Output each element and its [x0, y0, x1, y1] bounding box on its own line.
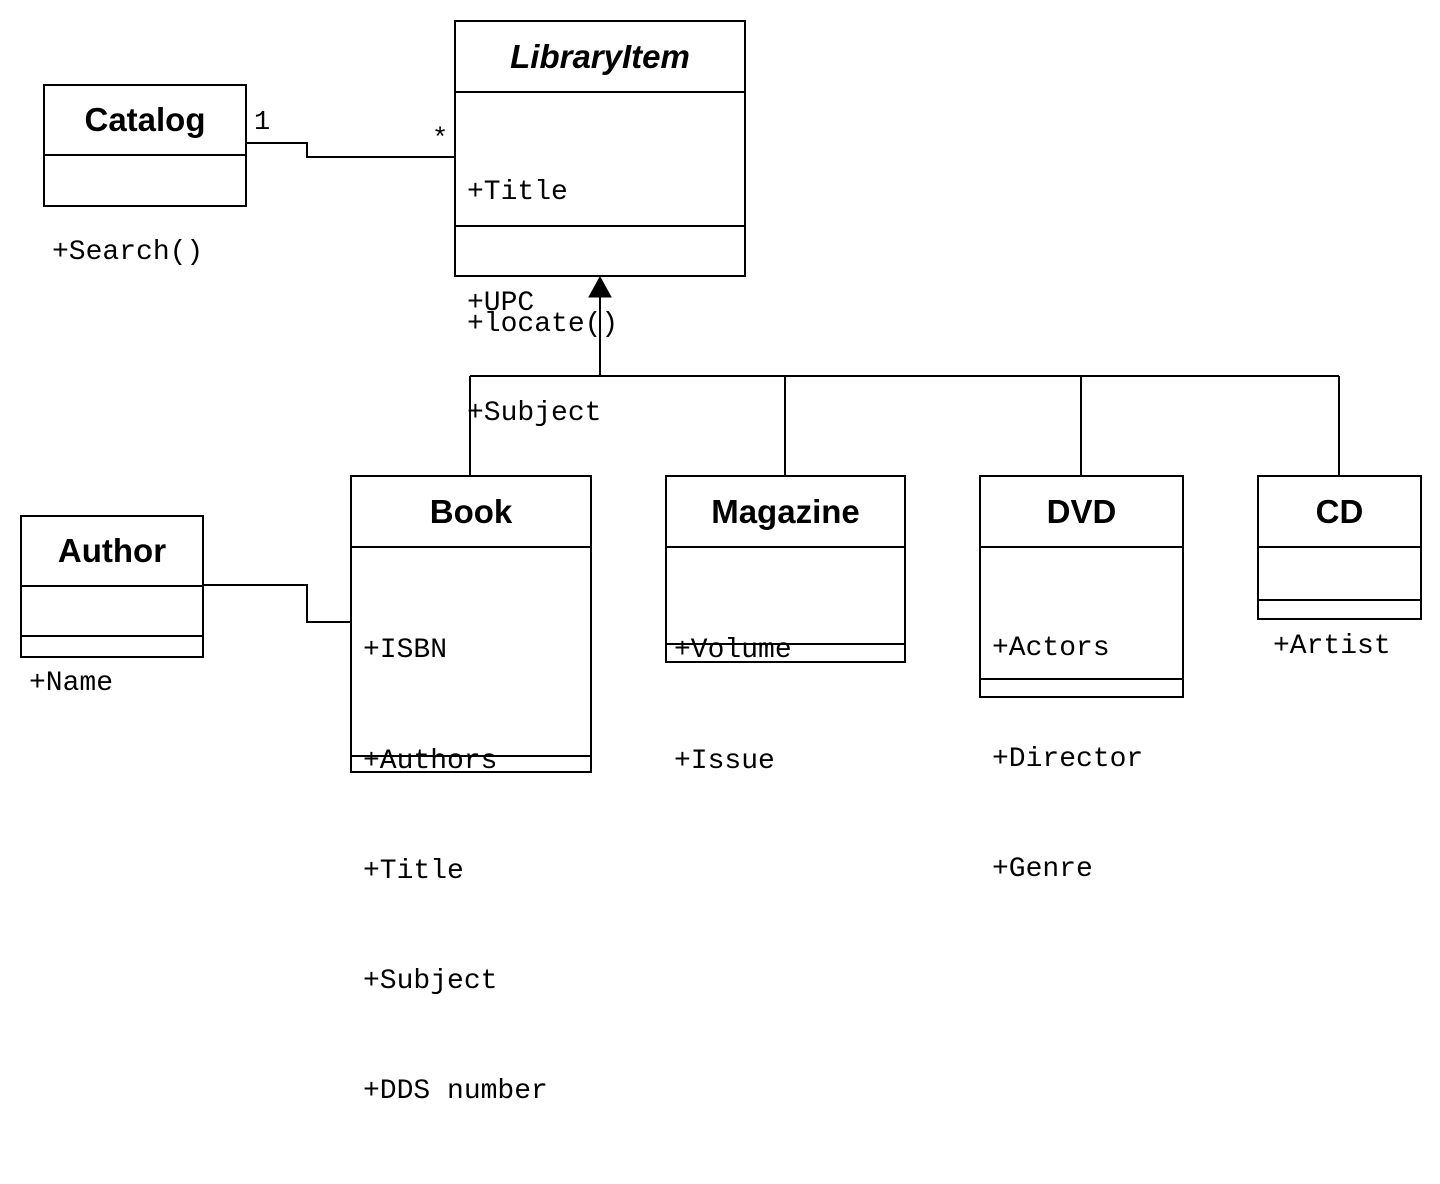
relationship-lines	[203, 142, 1340, 623]
class-name: Magazine	[667, 477, 904, 548]
class-author[interactable]: Author +Name	[20, 515, 204, 699]
operations-compartment: +Search()	[45, 156, 245, 346]
class-name: DVD	[981, 477, 1182, 548]
attribute: +Subject	[363, 965, 498, 997]
attributes-compartment: +ISBN +Authors +Title +Subject +DDS numb…	[352, 548, 590, 1107]
multiplicity-libraryitem-end: *	[432, 125, 449, 155]
attribute: +Genre	[992, 853, 1093, 885]
attribute: +ISBN	[363, 635, 448, 667]
attribute: +Title	[467, 177, 568, 209]
generalization-arrowhead	[588, 275, 612, 298]
class-name: LibraryItem	[456, 22, 744, 93]
attributes-compartment: +Title +UPC +Subject	[456, 93, 744, 428]
operation: +Search()	[52, 237, 204, 269]
attribute: +DDS number	[363, 1075, 548, 1107]
class-cd[interactable]: CD +Artist	[1257, 475, 1422, 662]
multiplicity-catalog-end: 1	[254, 108, 271, 138]
attribute: +UPC	[467, 287, 535, 319]
attributes-compartment: +Volume +Issue	[667, 548, 904, 777]
class-dvd[interactable]: DVD +Actors +Director +Genre	[979, 475, 1184, 885]
attribute: +Director	[992, 743, 1144, 775]
attribute: +Subject	[467, 397, 602, 429]
class-book[interactable]: Book +ISBN +Authors +Title +Subject +DDS…	[350, 475, 592, 1107]
attribute: +Title	[363, 855, 464, 887]
attribute: +Artist	[1273, 631, 1391, 663]
attributes-compartment: +Name	[22, 587, 202, 699]
attribute: +Issue	[674, 745, 775, 777]
class-magazine[interactable]: Magazine +Volume +Issue	[665, 475, 906, 777]
association-catalog-libraryitem	[246, 142, 455, 158]
operation: +locate()	[467, 309, 619, 340]
class-name: Book	[352, 477, 590, 548]
attribute: +Actors	[992, 633, 1110, 665]
class-libraryitem[interactable]: LibraryItem +Title +UPC +Subject +locate…	[454, 20, 746, 429]
attribute: +Name	[29, 668, 114, 700]
attributes-compartment: +Actors +Director +Genre	[981, 548, 1182, 885]
class-name: CD	[1259, 477, 1420, 548]
class-name: Catalog	[45, 86, 245, 156]
attribute: +Authors	[363, 745, 498, 777]
class-name: Author	[22, 517, 202, 587]
attributes-compartment: +Artist	[1259, 548, 1420, 662]
generalization-tree	[469, 296, 1340, 477]
class-catalog[interactable]: Catalog +Search()	[43, 84, 247, 268]
operations-compartment: +locate()	[456, 225, 744, 416]
attribute: +Volume	[674, 635, 792, 667]
association-author-book	[203, 584, 351, 623]
